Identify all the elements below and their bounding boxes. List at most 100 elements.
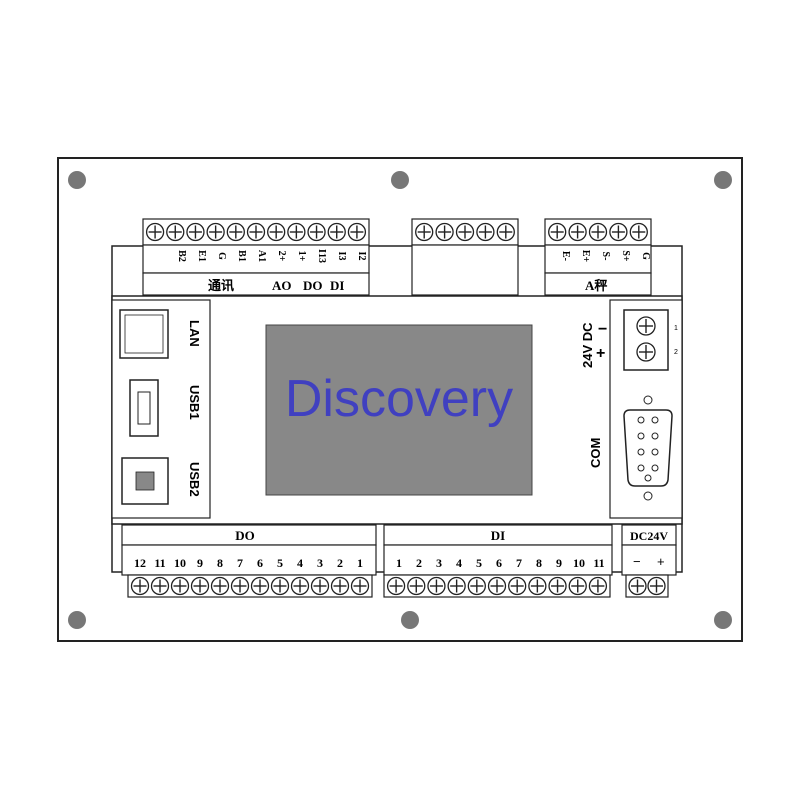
pin-label: S+ — [620, 250, 631, 262]
power-label: 24V DC — [580, 322, 595, 368]
screw-terminal[interactable] — [548, 222, 567, 242]
screw-terminal[interactable] — [386, 576, 406, 596]
pin-label: G — [640, 252, 651, 260]
screw-row — [415, 222, 515, 242]
screw-terminal[interactable] — [190, 576, 210, 596]
screw-terminal[interactable] — [496, 222, 515, 242]
screw-terminal[interactable] — [270, 576, 290, 596]
pin-label: 9 — [197, 556, 203, 570]
screw-terminal[interactable] — [455, 222, 475, 242]
pin-label: I13 — [316, 249, 327, 263]
screw-terminal[interactable] — [415, 222, 434, 242]
screw-terminal[interactable] — [130, 576, 150, 596]
pin-label: 3 — [436, 556, 442, 570]
screw-terminal[interactable] — [487, 576, 507, 596]
screw-row — [628, 576, 666, 596]
pin-label: I2 — [356, 252, 367, 261]
top-terminal-block-2 — [411, 218, 519, 296]
terminal-label-strip — [411, 244, 519, 296]
screw-terminal[interactable] — [250, 576, 270, 596]
screw-terminal[interactable] — [347, 222, 367, 242]
pin-label: 5 — [476, 556, 482, 570]
screw-terminal[interactable] — [150, 576, 170, 596]
screw-terminal[interactable] — [246, 222, 266, 242]
screw-terminal[interactable] — [476, 222, 495, 242]
com-port[interactable] — [623, 409, 673, 487]
screw-terminal[interactable] — [407, 576, 426, 596]
pin-label: B2 — [176, 250, 187, 262]
terminal-group-strip — [142, 272, 370, 296]
screw-terminal[interactable] — [166, 222, 185, 242]
screw-terminal[interactable] — [307, 222, 326, 242]
terminal-label-strip — [621, 544, 677, 576]
screw-terminal[interactable] — [467, 576, 486, 596]
polarity-plus: + — [596, 345, 605, 362]
screw-terminal[interactable] — [310, 576, 330, 596]
pin-label: 8 — [536, 556, 542, 570]
screw-terminal[interactable] — [647, 576, 666, 596]
screw-terminal[interactable] — [636, 316, 656, 336]
screw-terminal[interactable] — [290, 576, 310, 596]
bottom-power-terminal: DC24V − + — [621, 524, 677, 598]
pin-label: E- — [560, 251, 571, 261]
screw-terminal[interactable] — [628, 576, 647, 596]
screw-terminal[interactable] — [508, 576, 527, 596]
pin-label: 10 — [573, 556, 585, 570]
lan-port[interactable] — [119, 309, 169, 359]
screw-terminal[interactable] — [327, 222, 346, 242]
screw-terminal[interactable] — [350, 576, 370, 596]
pin-label: 7 — [237, 556, 243, 570]
dc-minus: − — [633, 554, 641, 569]
mounting-hole — [68, 611, 86, 629]
screw-terminal[interactable] — [170, 576, 190, 596]
screw-terminal[interactable] — [330, 576, 350, 596]
screw-terminal[interactable] — [145, 222, 165, 242]
top-terminal-block-3: E-E+S-S+G A秤 — [544, 218, 652, 296]
screw-terminal[interactable] — [427, 576, 446, 596]
mounting-hole — [391, 171, 409, 189]
screw-terminal[interactable] — [588, 222, 608, 242]
screw-terminal[interactable] — [528, 576, 547, 596]
screw-terminal[interactable] — [206, 222, 225, 242]
screw-row — [548, 222, 648, 242]
terminal-housing — [127, 574, 373, 598]
screw-terminal[interactable] — [267, 222, 286, 242]
pin-label: 12 — [134, 556, 146, 570]
polarity-minus: − — [598, 321, 607, 338]
screw-terminal[interactable] — [230, 576, 250, 596]
pin-label: 2+ — [276, 251, 287, 262]
brand-text: Discovery — [285, 370, 513, 428]
screw-terminal[interactable] — [636, 342, 656, 362]
pin-label: 5 — [277, 556, 283, 570]
pin-label: E1 — [196, 250, 207, 262]
screw-terminal[interactable] — [210, 576, 230, 596]
db9-pin — [651, 448, 659, 456]
screw-terminal[interactable] — [287, 222, 306, 242]
com-pins — [637, 416, 659, 482]
db9-pin — [637, 448, 645, 456]
screw-terminal[interactable] — [629, 222, 648, 242]
usb1-label: USB1 — [187, 385, 202, 420]
pin-label: 2 — [416, 556, 422, 570]
pin-label: 11 — [154, 556, 165, 570]
screw-terminal[interactable] — [568, 222, 587, 242]
screw-terminal[interactable] — [226, 222, 245, 242]
pin-label: E+ — [580, 250, 591, 263]
screw-terminal[interactable] — [568, 576, 587, 596]
mounting-hole — [714, 171, 732, 189]
screw-terminal[interactable] — [435, 222, 454, 242]
right-port-column: 24V DC + − 1 2 COM — [580, 299, 683, 519]
db9-pin — [637, 464, 645, 472]
screw-terminal[interactable] — [447, 576, 466, 596]
group-label-di: DI — [330, 278, 344, 293]
screw-terminal[interactable] — [588, 576, 608, 596]
group-label-ao: AO — [272, 278, 292, 293]
pin-label: B1 — [236, 250, 247, 262]
screw-terminal[interactable] — [548, 576, 567, 596]
screw-terminal[interactable] — [186, 222, 205, 242]
dc-plus: + — [657, 554, 665, 569]
screw-terminal[interactable] — [609, 222, 628, 242]
pin-label: S- — [600, 252, 611, 261]
screw-row — [130, 576, 370, 596]
